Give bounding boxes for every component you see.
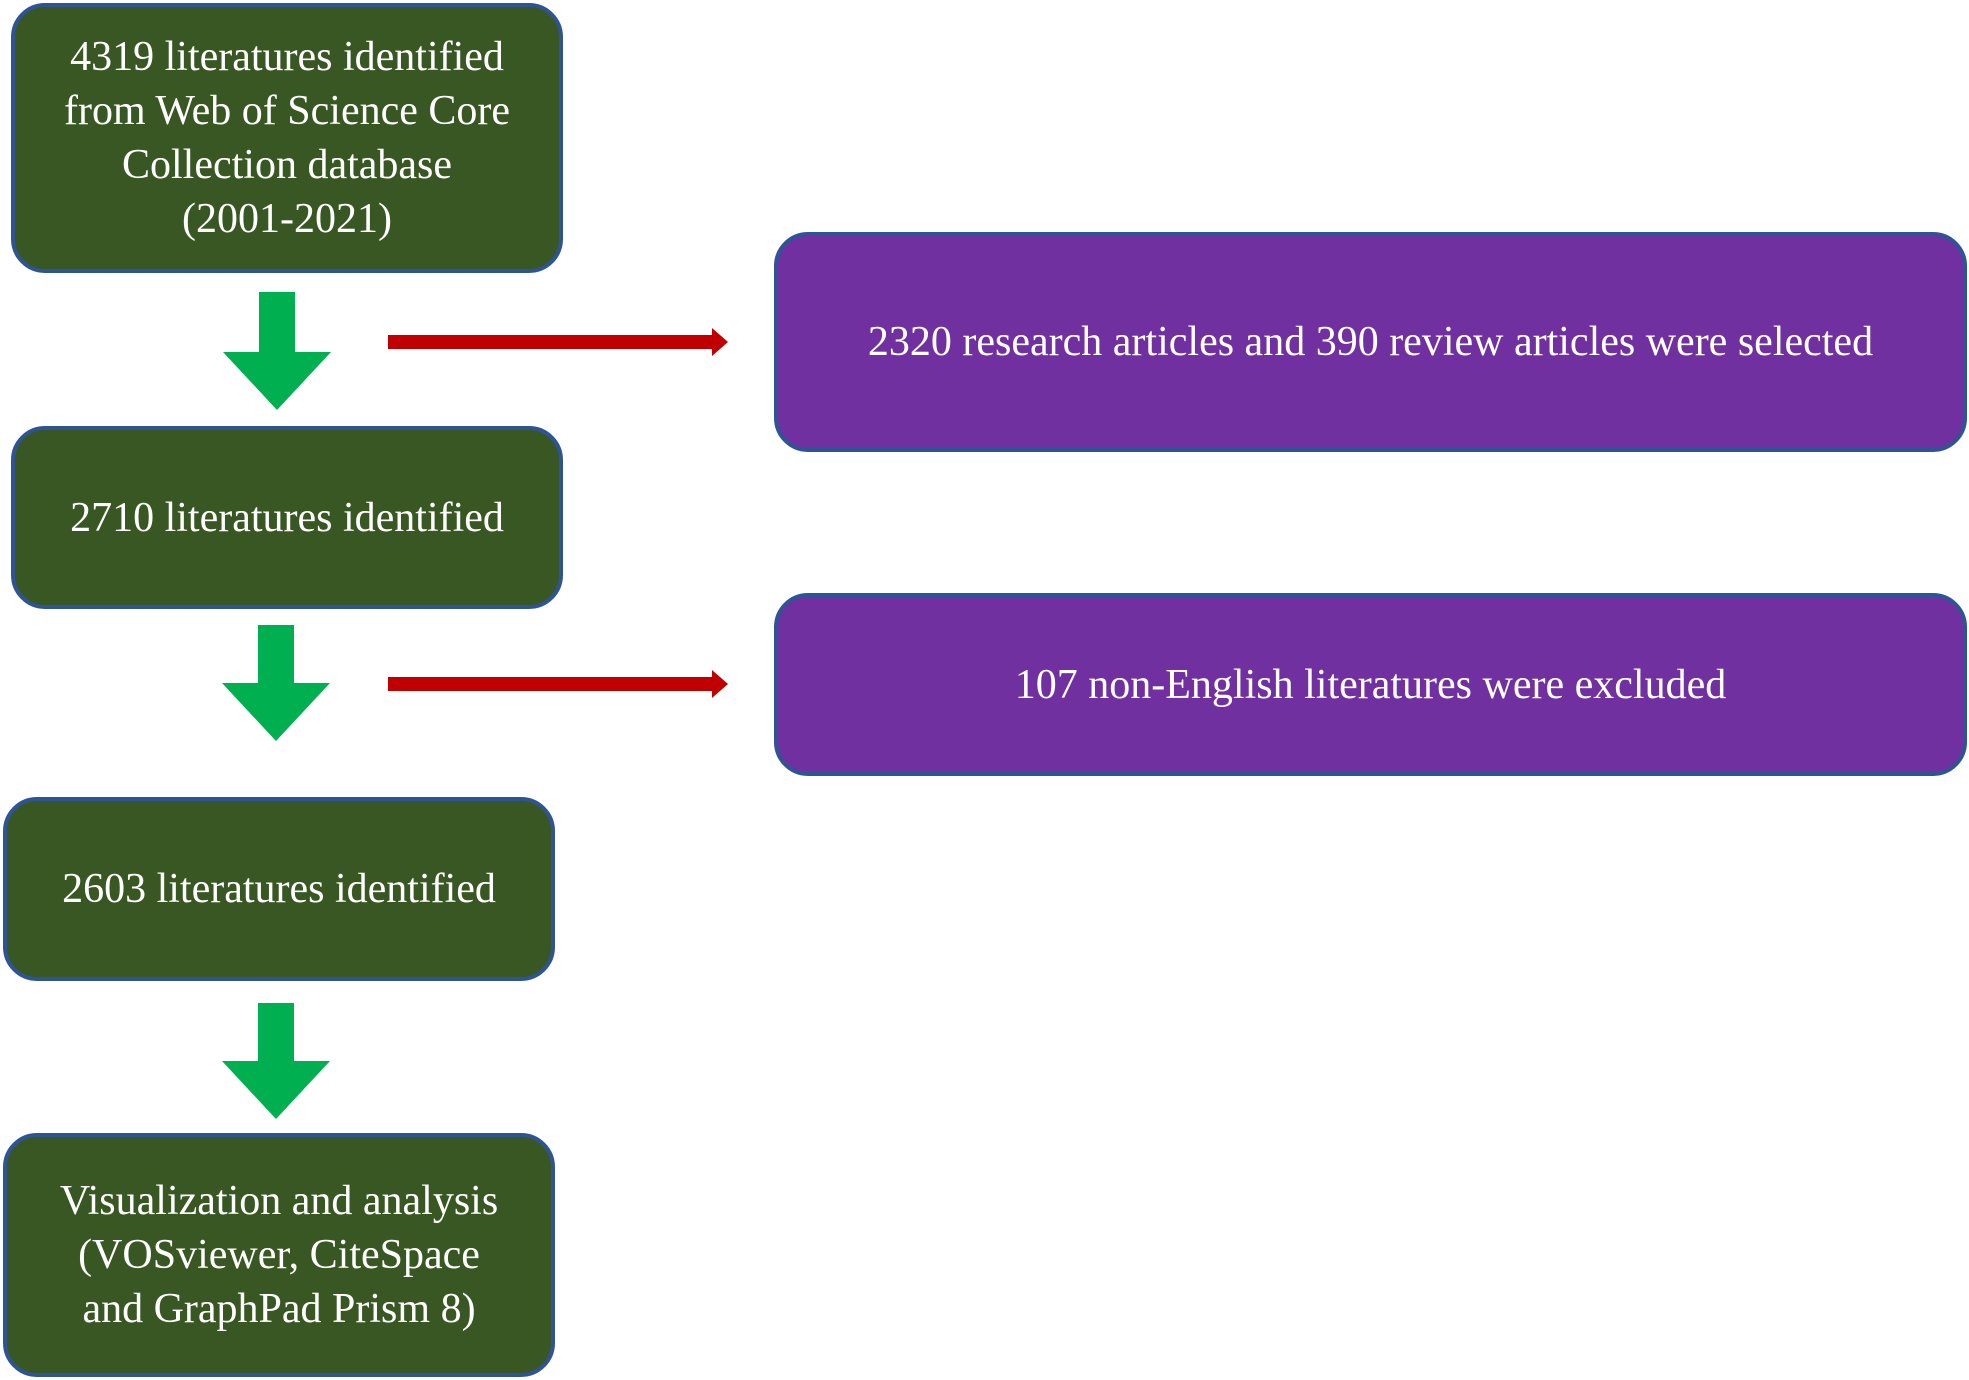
step-box-after-type-filter: 2710 literatures identified [11, 426, 563, 609]
step-box-label: 4319 literatures identified from Web of … [63, 34, 511, 242]
step-box-label: 2603 literatures identified [62, 866, 496, 912]
exclusion-box-language: 107 non-English literatures were exclude… [774, 593, 1967, 776]
side-arrow-1 [388, 328, 728, 356]
exclusion-box-label: 2320 research articles and 390 review ar… [867, 319, 1874, 365]
side-arrow-2 [388, 670, 728, 698]
exclusion-box-label: 107 non-English literatures were exclude… [1014, 661, 1727, 708]
down-arrow-3 [222, 1003, 330, 1119]
step-box-after-language-filter: 2603 literatures identified [3, 797, 555, 981]
step-box-label: Visualization and analysis (VOSviewer, C… [59, 1178, 499, 1332]
down-arrow-1 [223, 292, 331, 410]
step-box-visualization: Visualization and analysis (VOSviewer, C… [3, 1133, 555, 1377]
step-box-initial-search: 4319 literatures identified from Web of … [11, 3, 563, 273]
exclusion-box-article-types: 2320 research articles and 390 review ar… [774, 232, 1967, 452]
down-arrow-2 [222, 625, 330, 741]
step-box-label: 2710 literatures identified [70, 494, 504, 541]
